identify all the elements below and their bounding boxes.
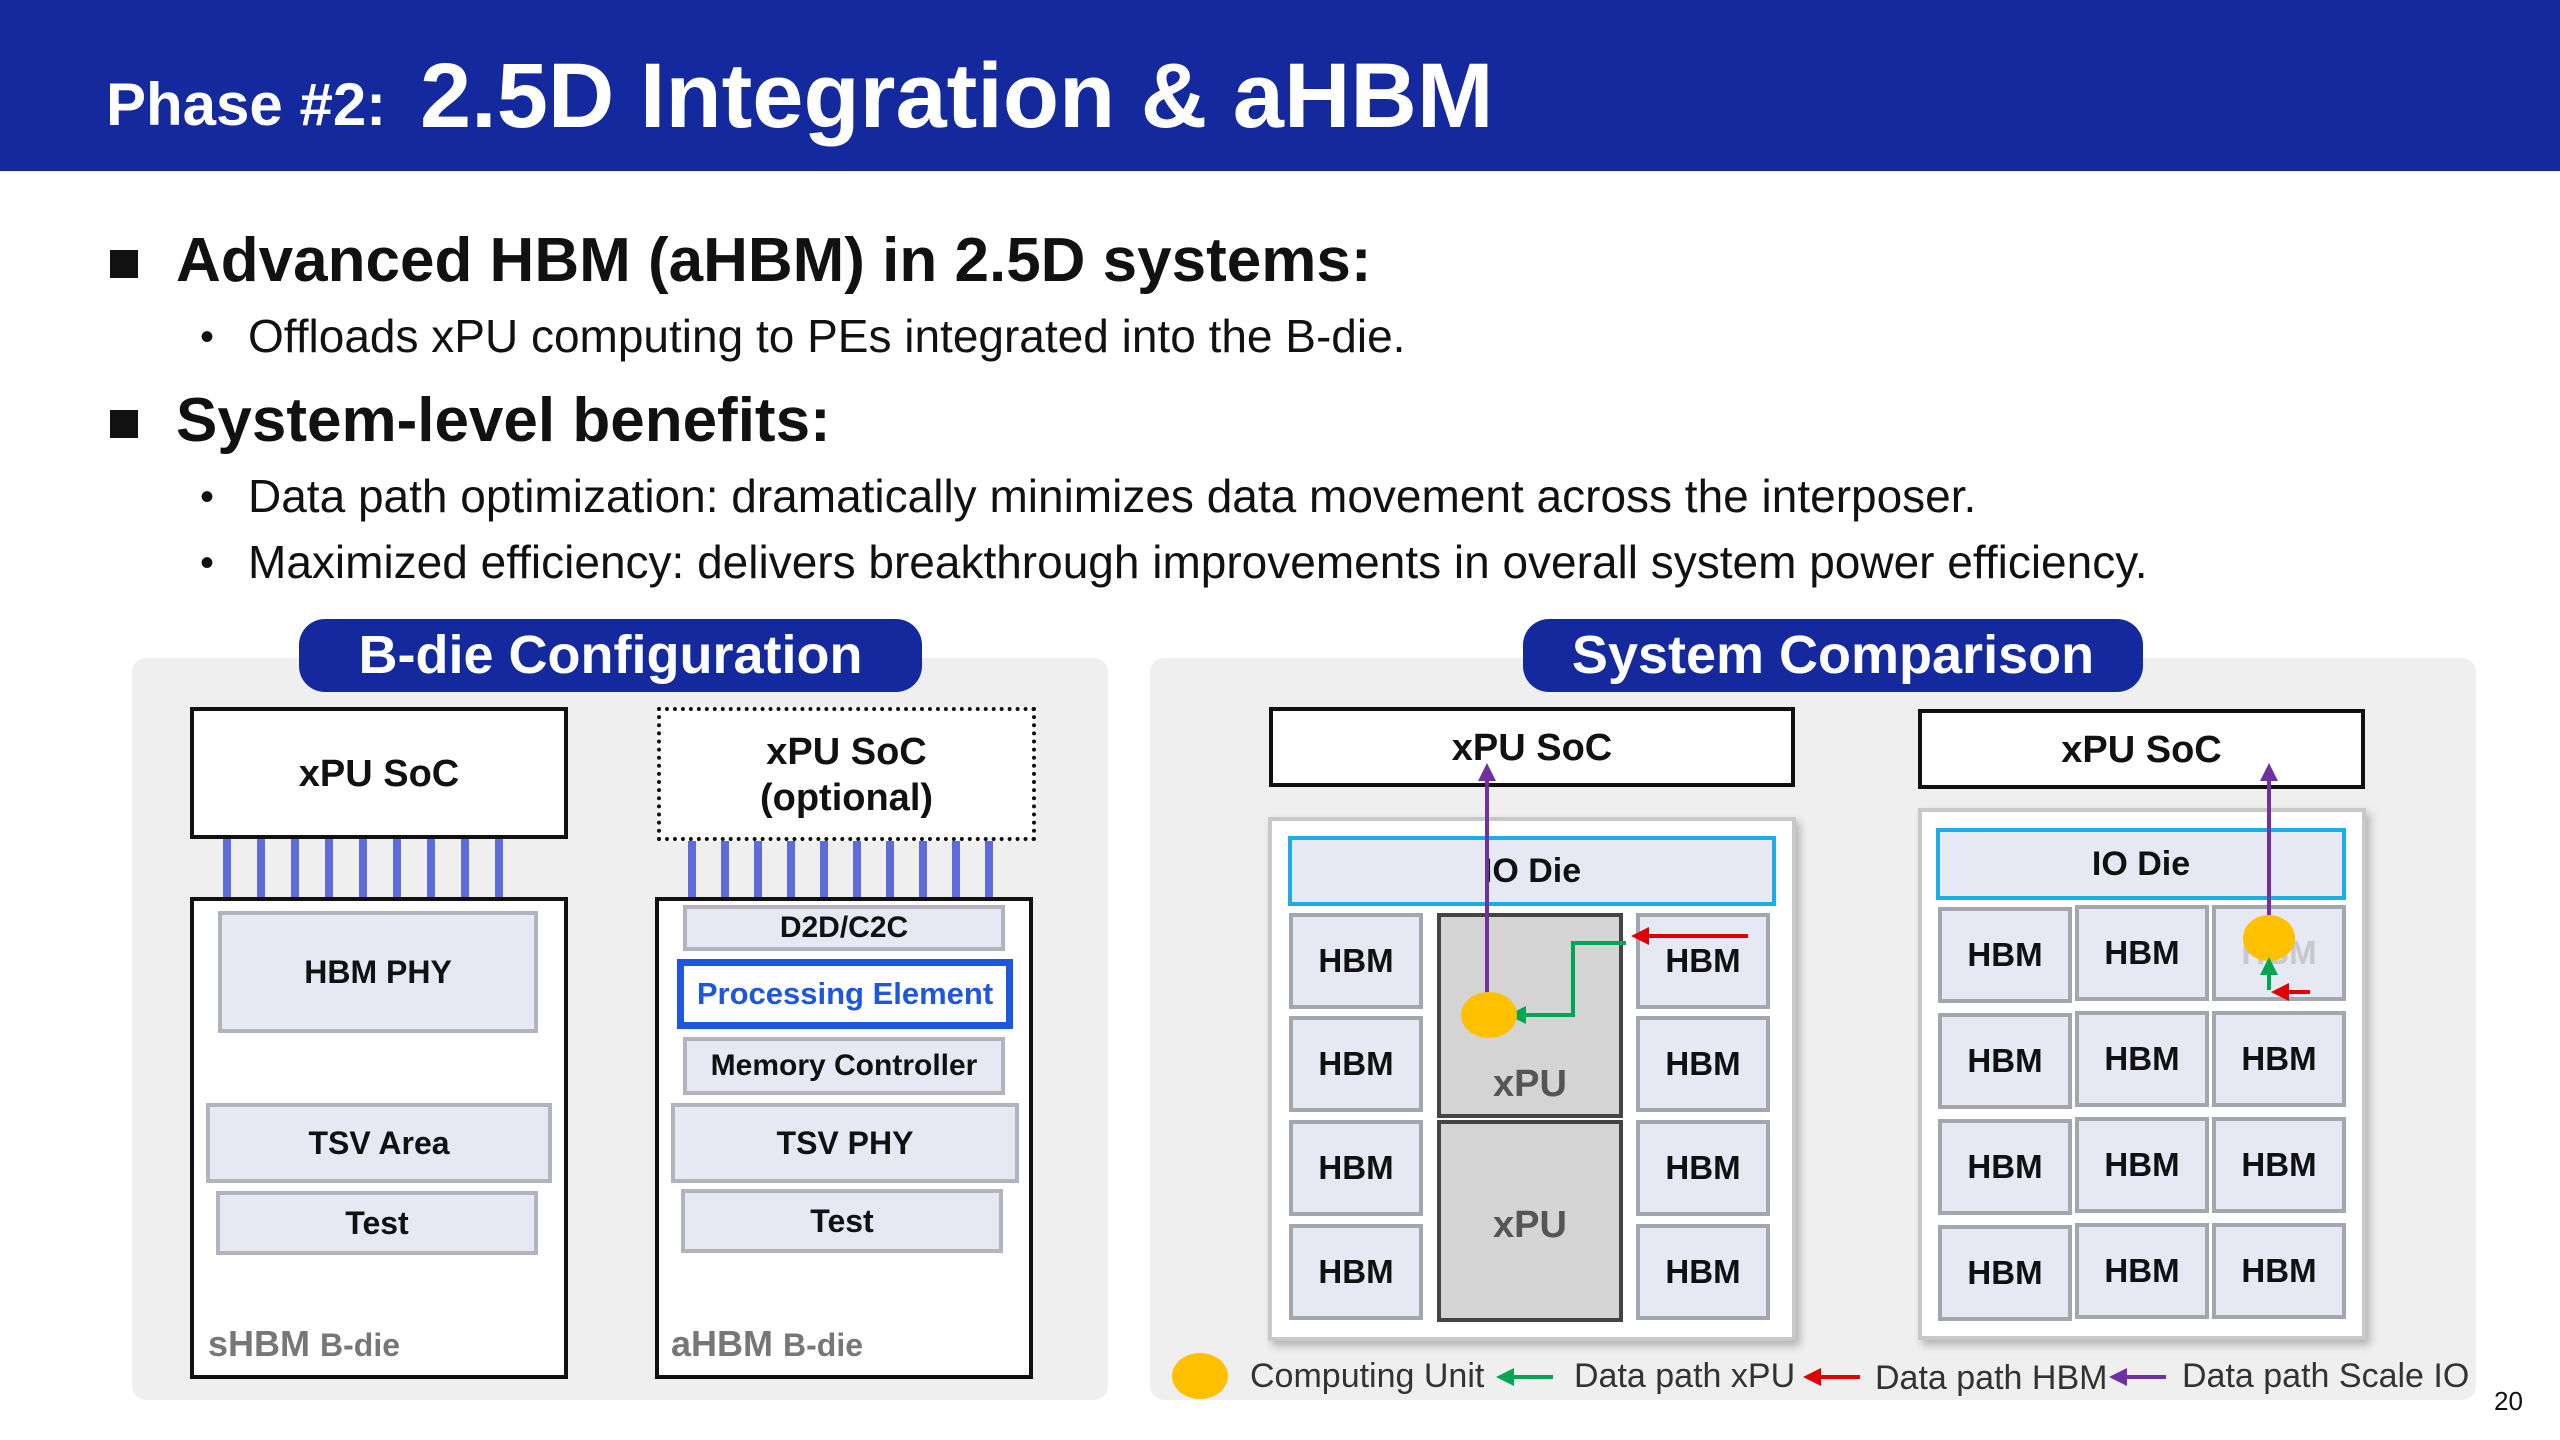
- section-heading-benefits: System-level benefits:: [176, 386, 831, 455]
- tsv-phy-block: TSV PHY: [671, 1103, 1019, 1183]
- left-io-die: IO Die: [1288, 836, 1776, 906]
- computing-unit-icon: [1461, 992, 1517, 1038]
- hbm-stack: HBM: [2075, 1223, 2209, 1319]
- bullet-dot-icon: •: [200, 475, 215, 519]
- hbm-stack: HBM: [1289, 1120, 1423, 1216]
- test-block: Test: [681, 1189, 1003, 1253]
- test-block: Test: [216, 1191, 538, 1255]
- hbm-stack: HBM: [2212, 1011, 2346, 1107]
- hbm-stack: HBM: [2075, 1117, 2209, 1213]
- legend-computing-unit: Computing Unit: [1250, 1357, 1485, 1395]
- right-io-die: IO Die: [1936, 828, 2346, 900]
- ahbm-soc-label: xPU SoC: [766, 731, 927, 773]
- bullet-data-path: Data path optimization: dramatically min…: [248, 470, 1977, 522]
- legend-data-path-scale-io: Data path Scale IO: [2182, 1357, 2470, 1395]
- hbm-stack: HBM: [1636, 1120, 1770, 1216]
- bullet-offloads: Offloads xPU computing to PEs integrated…: [248, 310, 1406, 362]
- left-xpu-soc: xPU SoC: [1269, 707, 1795, 787]
- hbm-stack: HBM: [1636, 913, 1770, 1009]
- legend-data-path-xpu: Data path xPU: [1574, 1357, 1796, 1395]
- hbm-stack: HBM: [2212, 1223, 2346, 1319]
- left-xpu-die-bottom: xPU: [1437, 1120, 1623, 1322]
- left-soc-label: xPU SoC: [1451, 727, 1613, 769]
- bullet-dot-icon: •: [200, 315, 215, 359]
- bullet-dot-icon: •: [200, 541, 215, 585]
- memory-controller-block: Memory Controller: [683, 1037, 1005, 1095]
- hbm-phy-block: HBM PHY: [218, 911, 538, 1033]
- system-comparison-title: System Comparison: [1523, 619, 2143, 692]
- ahbm-bdie: D2D/C2C Processing Element Memory Contro…: [655, 897, 1033, 1379]
- left-xpu-data-path: [1508, 941, 1626, 1024]
- bdie-config-title: B-die Configuration: [299, 619, 922, 692]
- section-heading-ahbm: Advanced HBM (aHBM) in 2.5D systems:: [176, 226, 1372, 295]
- hbm-stack: HBM: [1938, 907, 2072, 1003]
- right-xpu-soc: xPU SoC: [1918, 709, 2365, 789]
- ahbm-bdie-label: aHBM B-die: [671, 1323, 864, 1364]
- legend-data-path-hbm: Data path HBM: [1875, 1359, 2108, 1397]
- hbm-stack: HBM: [1289, 1224, 1423, 1320]
- hbm-stack: HBM: [1289, 913, 1423, 1009]
- page-number: 20: [2494, 1386, 2523, 1416]
- slide-title: 2.5D Integration & aHBM: [420, 45, 1494, 147]
- shbm-soc-label: xPU SoC: [298, 753, 460, 795]
- tsv-area-block: TSV Area: [206, 1103, 552, 1183]
- shbm-bdie: HBM PHY TSV Area Test sHBM B-die: [190, 897, 568, 1379]
- ahbm-xpu-soc-optional: xPU SoC (optional): [657, 707, 1036, 841]
- hbm-stack: HBM: [1938, 1119, 2072, 1215]
- hbm-stack: HBM: [1289, 1016, 1423, 1112]
- ahbm-soc-optional-label: (optional): [759, 777, 934, 819]
- shbm-xpu-soc: xPU SoC: [190, 707, 568, 839]
- bullet-efficiency: Maximized efficiency: delivers breakthro…: [248, 536, 2148, 588]
- hbm-stack: HBM: [1636, 1224, 1770, 1320]
- hbm-stack: HBM: [1938, 1225, 2072, 1321]
- square-bullet-icon: [110, 250, 138, 278]
- legend-computing-unit-icon: [1172, 1353, 1228, 1399]
- right-soc-label: xPU SoC: [2061, 729, 2222, 771]
- hbm-stack: HBM: [1938, 1013, 2072, 1109]
- title-bar: Phase #2: 2.5D Integration & aHBM: [0, 0, 2560, 171]
- shbm-bdie-label: sHBM B-die: [208, 1323, 401, 1364]
- phase-label: Phase #2:: [106, 71, 387, 138]
- hbm-stack: HBM: [1636, 1016, 1770, 1112]
- hbm-stack: HBM: [2212, 1117, 2346, 1213]
- hbm-stack: HBM: [2075, 905, 2209, 1001]
- processing-element-block: Processing Element: [677, 959, 1013, 1029]
- d2d-c2c-block: D2D/C2C: [683, 905, 1005, 951]
- square-bullet-icon: [110, 410, 138, 438]
- hbm-stack: HBM: [2075, 1011, 2209, 1107]
- computing-unit-icon: [2243, 915, 2295, 961]
